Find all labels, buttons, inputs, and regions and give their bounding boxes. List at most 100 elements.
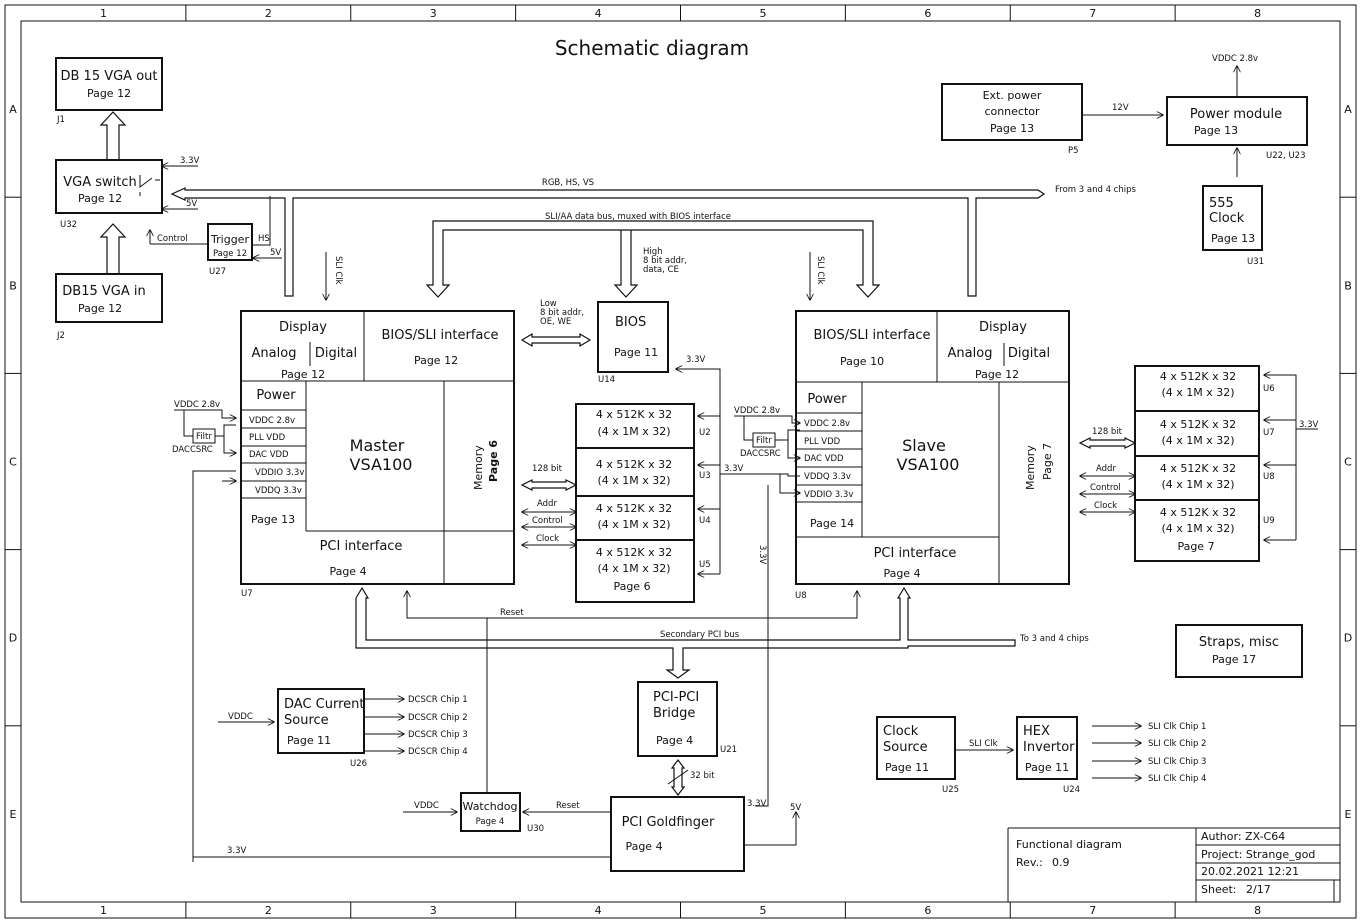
svg-text:Display: Display [979, 320, 1027, 335]
svg-text:U27: U27 [209, 267, 226, 277]
svg-text:Secondary PCI bus: Secondary PCI bus [660, 630, 740, 640]
grid-column-label: 5 [759, 7, 766, 20]
grid-column-label: 3 [430, 7, 437, 20]
svg-text:VDDC 2.8v: VDDC 2.8v [734, 406, 780, 416]
svg-text:Addr: Addr [537, 499, 557, 509]
svg-text:Power module: Power module [1190, 107, 1282, 122]
svg-text:Page 4: Page 4 [883, 567, 920, 580]
svg-text:VSA100: VSA100 [350, 455, 413, 474]
svg-text:(4 x 1M x 32): (4 x 1M x 32) [1161, 434, 1234, 447]
svg-text:5V: 5V [270, 248, 281, 258]
grid-column-label: 6 [924, 7, 931, 20]
svg-text:U31: U31 [1247, 257, 1264, 267]
svg-text:Page 11: Page 11 [287, 734, 331, 747]
vga-switch-block[interactable]: VGA switch Page 12 U32 [55, 159, 163, 230]
svg-text:VDDQ 3.3v: VDDQ 3.3v [804, 472, 851, 482]
svg-text:BIOS: BIOS [615, 315, 646, 330]
grid-row-label: C [1344, 456, 1352, 469]
svg-text:data, CE: data, CE [643, 265, 679, 275]
svg-text:U30: U30 [527, 824, 544, 834]
svg-text:DB15 VGA in: DB15 VGA in [62, 284, 145, 299]
ext-power-connector-block[interactable]: Ext. power connector Page 13 P5 [941, 83, 1083, 156]
grid-column-label: 1 [100, 904, 107, 917]
svg-text:Source: Source [284, 713, 329, 728]
svg-text:4 x 512K x 32: 4 x 512K x 32 [1160, 370, 1236, 383]
svg-text:VDDC 2.8v: VDDC 2.8v [1212, 54, 1258, 64]
svg-text:SLI/AA data bus, muxed with BI: SLI/AA data bus, muxed with BIOS interfa… [545, 212, 731, 222]
db15-vga-in-block[interactable]: DB15 VGA in Page 12 J2 [55, 273, 163, 341]
svg-text:DCSCR Chip 1: DCSCR Chip 1 [408, 695, 468, 705]
svg-text:Page 4: Page 4 [476, 817, 505, 827]
svg-text:Clock: Clock [883, 724, 919, 739]
slave-memory-stack[interactable]: 4 x 512K x 32 (4 x 1M x 32) 4 x 512K x 3… [1134, 365, 1275, 562]
svg-text:DCSCR Chip 2: DCSCR Chip 2 [408, 713, 468, 723]
svg-text:DCSCR Chip 4: DCSCR Chip 4 [408, 747, 468, 757]
slave-vsa100-block[interactable]: BIOS/SLI interface Page 10 Display Analo… [795, 310, 1070, 601]
svg-text:4 x 512K x 32: 4 x 512K x 32 [1160, 418, 1236, 431]
svg-text:U32: U32 [60, 220, 77, 230]
drawing-name: Functional diagram [1016, 838, 1122, 851]
svg-text:Analog: Analog [948, 346, 993, 361]
svg-text:Low: Low [540, 299, 557, 309]
clock-555-block[interactable]: 555 Clock Page 13 U31 [1202, 185, 1264, 267]
svg-text:Page 12: Page 12 [281, 368, 325, 381]
svg-text:Control: Control [532, 516, 563, 526]
dac-current-source-block[interactable]: DAC Current Source Page 11 U26 [277, 688, 367, 769]
svg-text:Digital: Digital [1008, 346, 1050, 361]
svg-text:Ext. power: Ext. power [983, 89, 1042, 102]
svg-text:Addr: Addr [1096, 464, 1116, 474]
svg-text:Page 12: Page 12 [87, 87, 131, 100]
svg-text:8 bit addr,: 8 bit addr, [643, 256, 687, 266]
hex-invertor-block[interactable]: HEX Invertor Page 11 U24 [1016, 716, 1080, 795]
svg-text:VDDIO 3.3v: VDDIO 3.3v [255, 468, 304, 478]
svg-text:3.3V: 3.3V [1299, 420, 1319, 430]
sli-aa-data-bus: SLI/AA data bus, muxed with BIOS interfa… [425, 212, 881, 298]
pci-goldfinger-block[interactable]: PCI Goldfinger Page 4 [610, 796, 745, 872]
svg-text:U6: U6 [1263, 384, 1275, 394]
straps-misc-block[interactable]: Straps, misc Page 17 [1175, 624, 1303, 678]
grid-column-label: 1 [100, 7, 107, 20]
svg-text:Display: Display [279, 320, 327, 335]
master-memory-stack[interactable]: 4 x 512K x 32 (4 x 1M x 32) 4 x 512K x 3… [575, 403, 711, 603]
svg-text:U14: U14 [598, 375, 615, 385]
svg-text:U4: U4 [699, 516, 711, 526]
svg-text:U2: U2 [699, 428, 711, 438]
grid-column-label: 2 [265, 904, 272, 917]
svg-text:128 bit: 128 bit [532, 464, 563, 474]
grid-column-label: 8 [1254, 7, 1261, 20]
svg-text:(4 x 1M x 32): (4 x 1M x 32) [597, 474, 670, 487]
db15-vga-out-block[interactable]: DB 15 VGA out Page 12 J1 [55, 57, 163, 125]
svg-text:DCSCR Chip 3: DCSCR Chip 3 [408, 730, 468, 740]
svg-text:Clock: Clock [536, 534, 559, 544]
revision-label: Rev.: [1016, 856, 1043, 869]
grid-row-label: D [1344, 632, 1352, 645]
svg-text:Page 11: Page 11 [1025, 761, 1069, 774]
bios-block[interactable]: BIOS Page 11 U14 [597, 301, 669, 385]
grid-column-label: 4 [595, 904, 602, 917]
pci-pci-bridge-block[interactable]: PCI-PCI Bridge Page 4 U21 [637, 681, 737, 757]
trigger-block[interactable]: Trigger Page 12 U27 [207, 223, 253, 277]
svg-text:U8: U8 [795, 591, 807, 601]
master-vsa100-block[interactable]: Display Analog Digital Page 12 BIOS/SLI … [240, 310, 515, 599]
svg-text:VDDIO 3.3v: VDDIO 3.3v [804, 490, 853, 500]
svg-text:Page 13: Page 13 [1211, 232, 1255, 245]
power-module-block[interactable]: Power module Page 13 U22, U23 [1166, 96, 1308, 161]
master-128bit-bus [520, 479, 578, 491]
svg-text:3.3V: 3.3V [747, 799, 767, 809]
svg-text:From 3 and 4 chips: From 3 and 4 chips [1055, 185, 1136, 195]
svg-text:Filtr: Filtr [756, 436, 772, 446]
grid-column-label: 2 [265, 7, 272, 20]
clock-source-block[interactable]: Clock Source Page 11 U25 [876, 716, 959, 795]
sli-clk-outputs: SLI Clk Chip 1 SLI Clk Chip 2 SLI Clk Ch… [1092, 722, 1206, 784]
svg-text:U5: U5 [699, 560, 711, 570]
svg-text:BIOS/SLI interface: BIOS/SLI interface [381, 328, 498, 343]
svg-text:Page 6: Page 6 [613, 580, 650, 593]
bios-low-bus [520, 332, 592, 348]
grid-row-label: E [10, 808, 17, 821]
watchdog-block[interactable]: Watchdog Page 4 U30 [460, 792, 544, 834]
svg-text:4 x 512K x 32: 4 x 512K x 32 [596, 408, 672, 421]
svg-text:U21: U21 [720, 745, 737, 755]
